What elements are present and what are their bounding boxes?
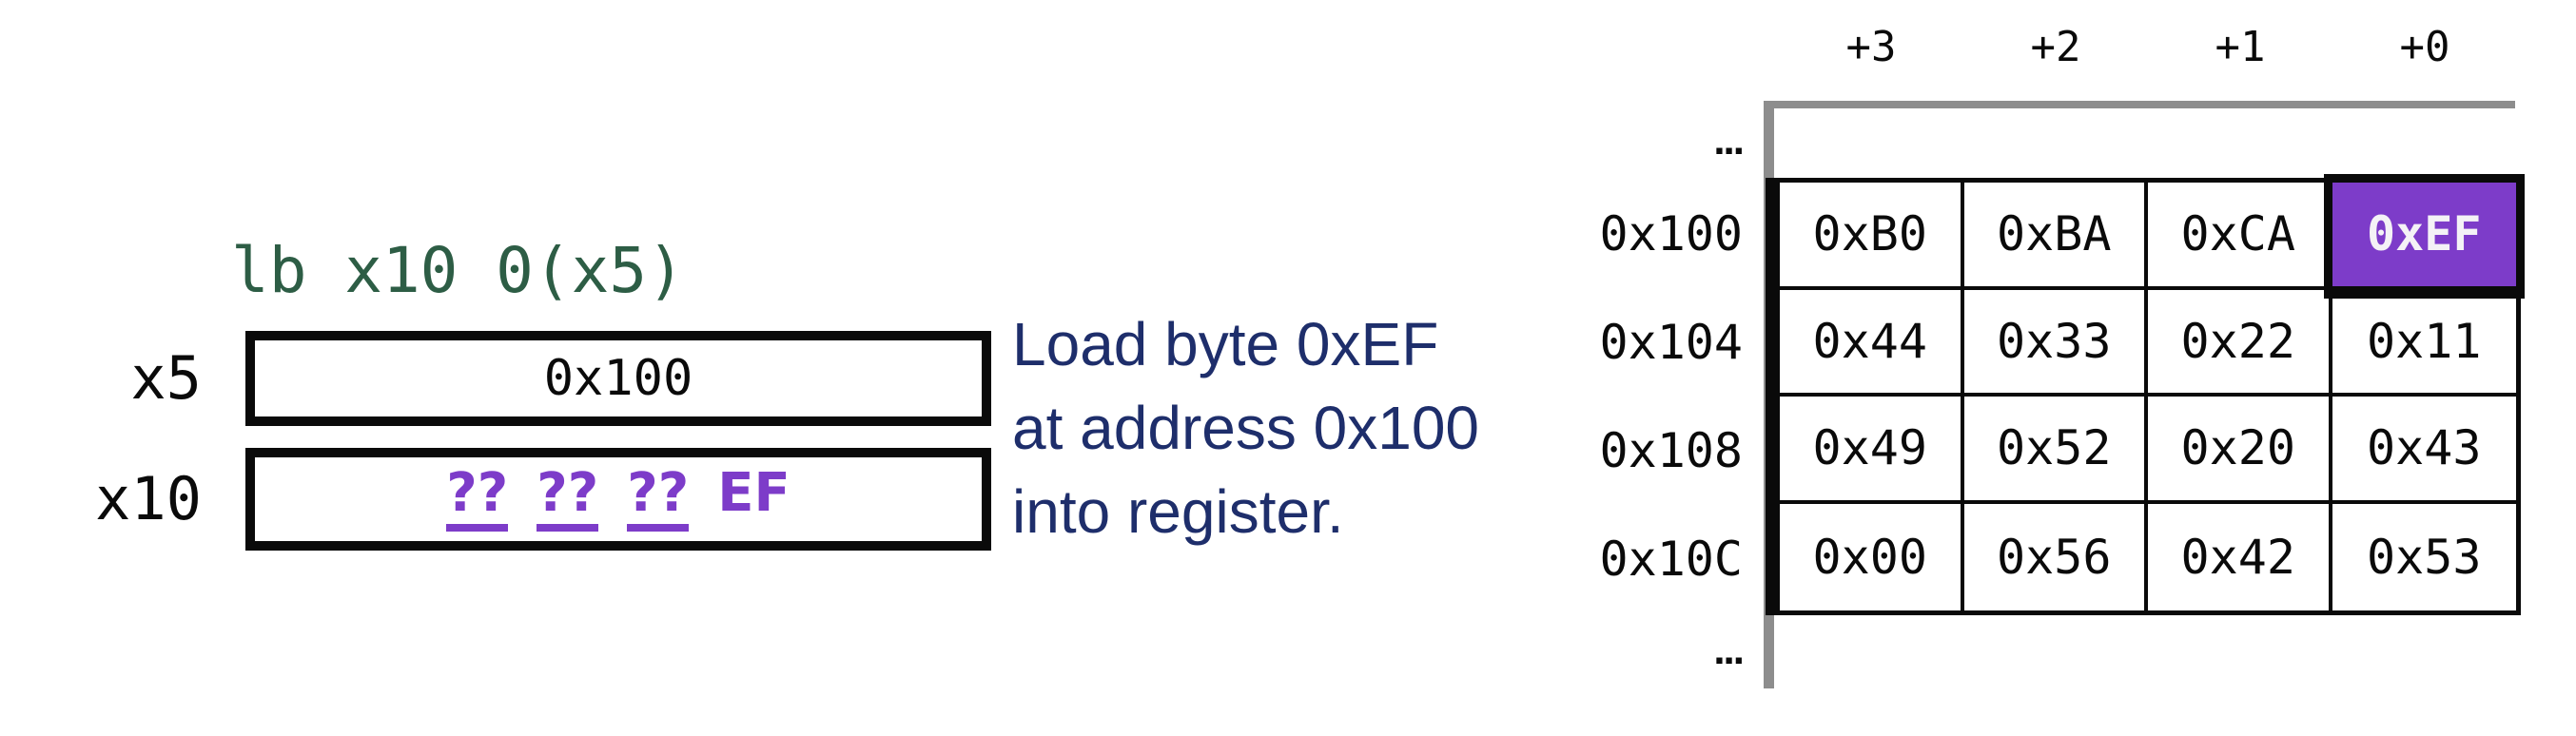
byte-offset-header: +0 [2399, 23, 2450, 71]
memory-cell: 0x53 [2332, 503, 2516, 610]
address-label: 0x104 [1599, 315, 1743, 370]
register-x10-value: ?? ?? ?? EF [446, 467, 790, 532]
memory-cell: 0x42 [2148, 503, 2332, 610]
memory-cell: 0x20 [2148, 397, 2332, 504]
unknown-byte: ?? [537, 467, 599, 532]
memory-cell: 0xCA [2148, 183, 2332, 290]
memory-ellipsis-top: ... [1713, 117, 1745, 164]
byte-offset-header-row: +3 +2 +1 +0 [1779, 23, 2517, 71]
memory-cell: 0x49 [1780, 397, 1964, 504]
register-x5-value: 0x100 [543, 350, 693, 407]
memory-cell-highlighted: 0xEF [2332, 183, 2516, 290]
explanation-caption: Load byte 0xEF at address 0x100 into reg… [1012, 310, 1479, 546]
memory-top-rail [1764, 101, 2515, 108]
memory-cell: 0xBA [1963, 183, 2148, 290]
unknown-byte: ?? [627, 467, 690, 532]
assembly-instruction: lb x10 0(x5) [231, 234, 685, 307]
register-x10-label: x10 [95, 464, 202, 533]
memory-cell: 0x11 [2332, 289, 2516, 397]
byte-offset-header: +2 [2030, 23, 2081, 71]
loaded-byte: EF [717, 462, 790, 524]
memory-cell: 0x44 [1780, 289, 1964, 397]
memory-cell: 0x33 [1963, 289, 2148, 397]
memory-cell: 0x56 [1963, 503, 2148, 610]
memory-cell: 0x00 [1780, 503, 1964, 610]
register-x5-box: 0x100 [245, 331, 991, 426]
memory-cell: 0x43 [2332, 397, 2516, 504]
address-label: 0x100 [1599, 206, 1743, 261]
memory-cell: 0x52 [1963, 397, 2148, 504]
register-x5-label: x5 [130, 343, 202, 413]
memory-cell: 0x22 [2148, 289, 2332, 397]
memory-cell: 0xB0 [1780, 183, 1964, 290]
unknown-byte: ?? [446, 467, 509, 532]
address-label: 0x108 [1599, 423, 1743, 478]
byte-offset-header: +3 [1845, 23, 1897, 71]
memory-ellipsis-bottom: ... [1713, 627, 1745, 673]
byte-offset-header: +1 [2215, 23, 2266, 71]
address-label: 0x10C [1599, 532, 1743, 587]
memory-table: 0xB0 0xBA 0xCA 0xEF 0x44 0x33 0x22 0x11 … [1766, 178, 2521, 615]
register-x10-box: ?? ?? ?? EF [245, 448, 991, 551]
